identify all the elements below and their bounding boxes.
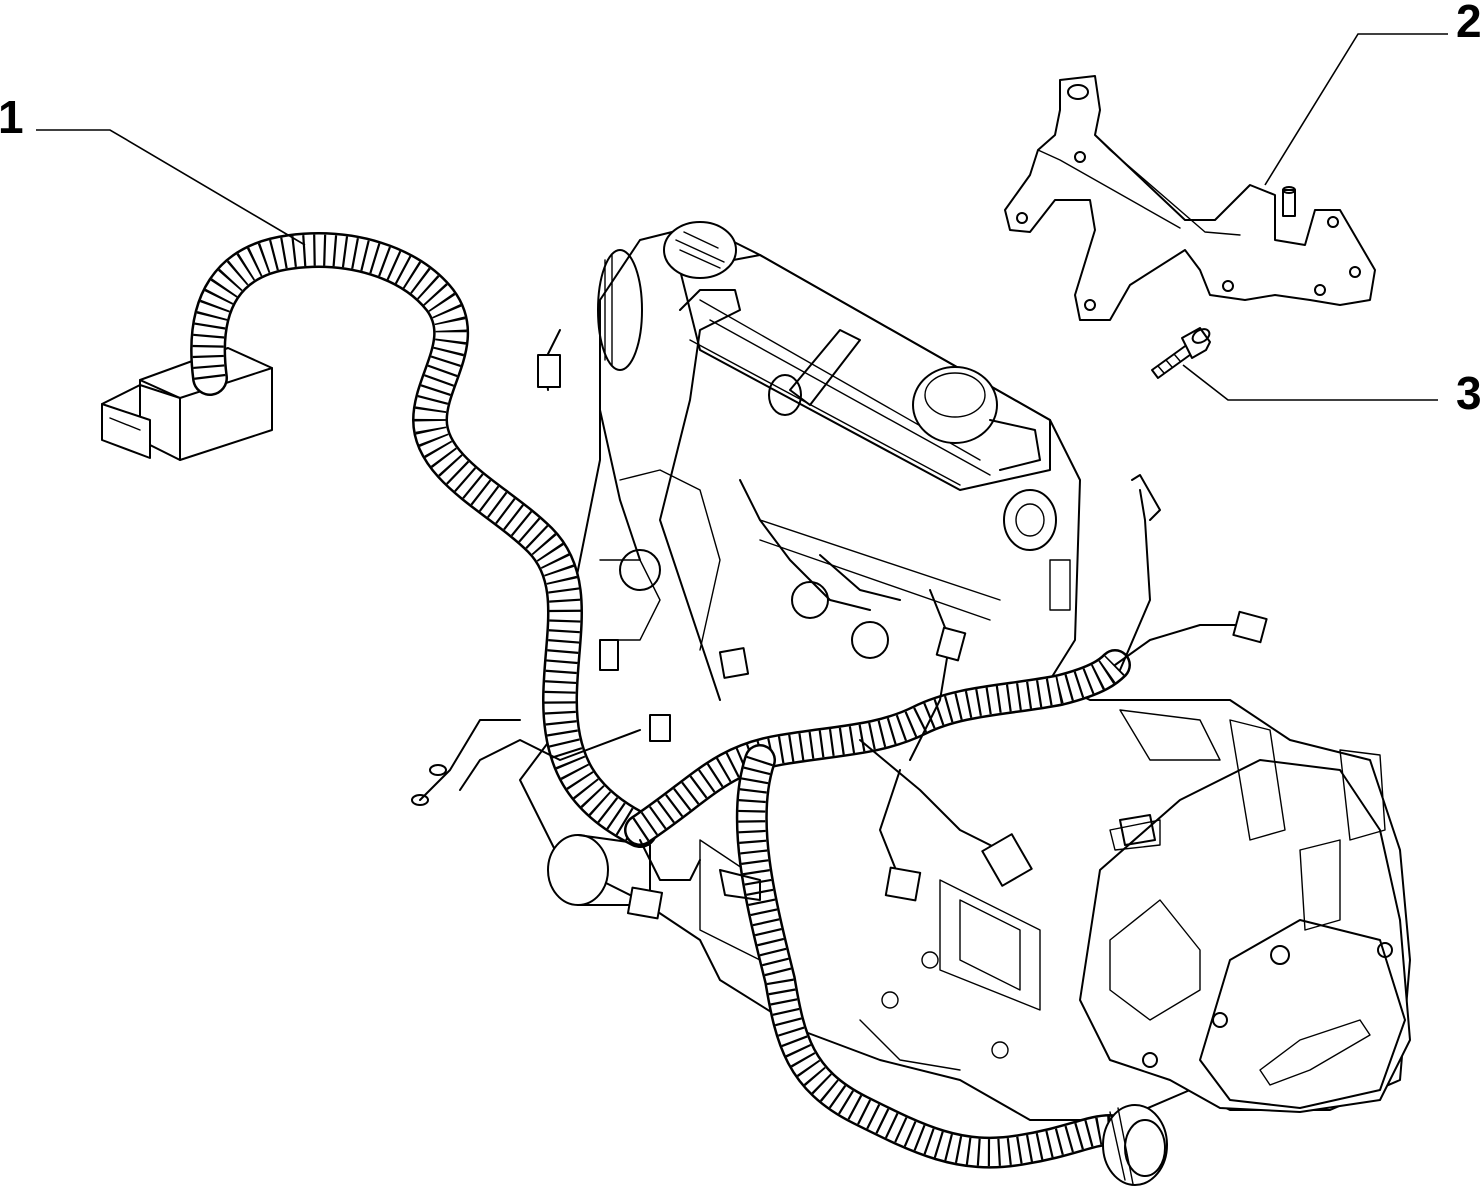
mounting-bracket xyxy=(1004,75,1376,321)
leader-line-1 xyxy=(36,129,306,246)
callout-3: 3 xyxy=(1456,367,1482,419)
callout-leaders xyxy=(36,33,1448,401)
gearbox-housing xyxy=(1079,709,1411,1113)
bolt xyxy=(1151,327,1211,379)
wiring-harness xyxy=(101,232,1268,1186)
leader-line-2 xyxy=(1264,33,1448,186)
leader-line-3 xyxy=(1182,364,1438,401)
callout-2: 2 xyxy=(1456,0,1482,47)
callout-labels: 1 2 3 xyxy=(0,0,1482,419)
callout-1: 1 xyxy=(0,91,24,143)
